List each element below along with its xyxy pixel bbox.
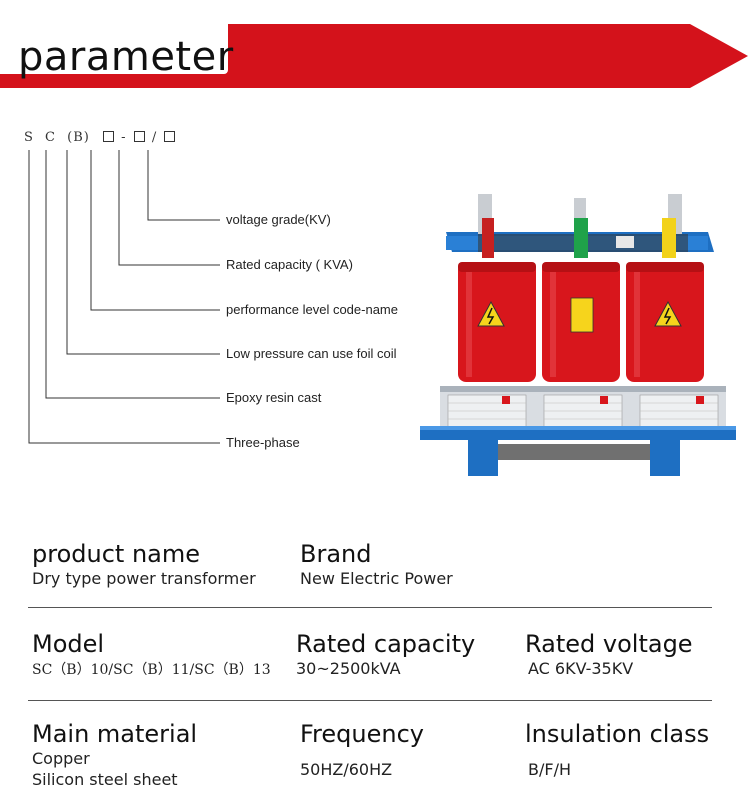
model-value: SC（B）10/SC（B）11/SC（B）13 [32,662,271,678]
frequency-value: 50HZ/60HZ [300,760,393,779]
code-box-icon [164,131,176,142]
insulation-class-label: lnsulation class [525,720,710,748]
label-three-phase: Three-phase [226,435,300,450]
product-name-label: product name [32,540,200,568]
code-letter-c: C [45,130,56,145]
label-foil-coil: Low pressure can use foil coil [226,346,397,361]
model-label: Model [32,630,105,658]
label-rated-capacity: Rated capacity ( KVA) [226,257,353,272]
rated-voltage-label: Rated voltage [525,630,693,658]
label-voltage-grade: voltage grade(KV) [226,212,331,227]
code-box-icon [133,131,145,142]
banner-title-box: parameter [0,18,233,80]
brand-label: Brand [300,540,372,568]
main-material-label: Main material [32,720,198,748]
product-name-value: Dry type power transformer [32,569,256,588]
code-letter-b: (B) [67,130,90,145]
main-material-value-steel: Silicon steel sheet [32,770,178,789]
brand-value: New Electric Power [300,569,453,588]
frequency-label: Frequency [300,720,424,748]
label-performance-level: performance level code-name [226,302,398,317]
divider [28,607,712,608]
rated-capacity-label: Rated capacity [296,630,476,658]
code-box-icon [102,131,114,142]
insulation-class-value: B/F/H [528,760,571,779]
header-banner: parameter [0,0,750,90]
rated-voltage-value: AC 6KV-35KV [528,659,634,678]
transformer-image [420,194,736,476]
model-code: S C (B) - / [24,130,177,145]
main-material-value-copper: Copper [32,749,90,768]
code-dash: - [121,130,127,145]
label-epoxy-resin: Epoxy resin cast [226,390,322,405]
divider [28,700,712,701]
page-title: parameter [18,34,234,80]
code-slash: / [151,130,158,145]
code-letter-s: S [24,130,34,145]
rated-capacity-value: 30~2500kVA [296,659,401,678]
